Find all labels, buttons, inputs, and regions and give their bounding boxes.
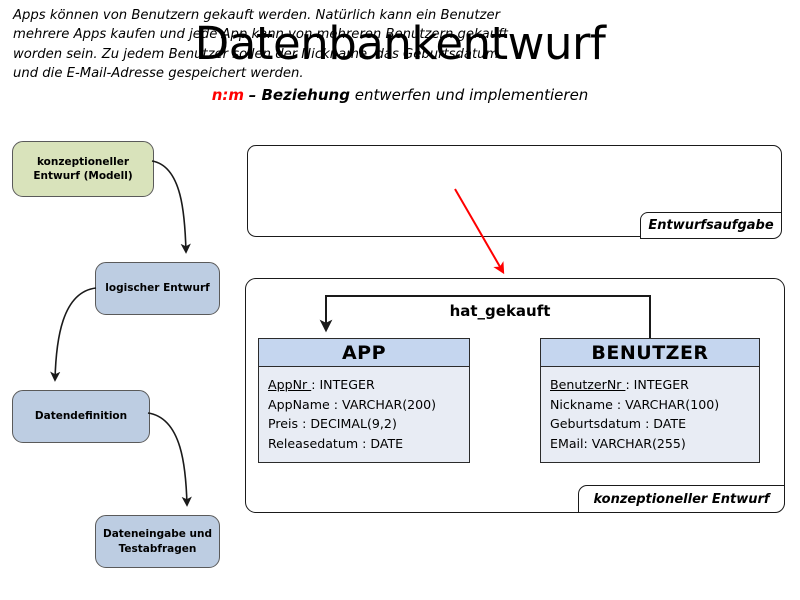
flow-step-datendefinition[interactable]: Datendefinition bbox=[12, 390, 150, 443]
page-title: Datenbankentwurf bbox=[194, 17, 606, 70]
attribute-type: : INTEGER bbox=[625, 377, 689, 392]
attribute-name: Geburtsdatum bbox=[550, 416, 646, 432]
entwurfsaufgabe-badge: Entwurfsaufgabe bbox=[640, 212, 782, 239]
attribute-name: AppNr bbox=[268, 377, 312, 392]
subtitle-rest: entwerfen und implementieren bbox=[354, 86, 589, 104]
attribute-name: Releasedatum bbox=[268, 435, 363, 451]
attribute-row: Preis : DECIMAL(9,2) bbox=[268, 414, 461, 434]
attribute-name: Nickname bbox=[550, 396, 617, 412]
attribute-type: : DECIMAL(9,2) bbox=[302, 416, 397, 432]
entity-title-benutzer: BENUTZER bbox=[541, 339, 759, 367]
entity-attributes-benutzer: BenutzerNr : INTEGER Nickname : VARCHAR(… bbox=[541, 367, 759, 461]
konzeptioneller-entwurf-badge: konzeptioneller Entwurf bbox=[578, 485, 785, 513]
attribute-type: : VARCHAR(100) bbox=[616, 396, 720, 412]
flow-step-label: Dateneingabe und Testabfragen bbox=[103, 527, 212, 555]
attribute-type: : VARCHAR(255) bbox=[583, 435, 686, 451]
attribute-row: EMail: VARCHAR(255) bbox=[550, 434, 751, 454]
flow-arrow-3 bbox=[147, 412, 192, 507]
flow-step-label: konzeptioneller Entwurf (Modell) bbox=[33, 155, 132, 183]
entwurfsaufgabe-text: Apps können von Benutzern gekauft werden… bbox=[13, 8, 508, 82]
attribute-row: Releasedatum : DATE bbox=[268, 434, 461, 454]
attribute-row: AppNr : INTEGER bbox=[268, 375, 461, 395]
attribute-row: Nickname : VARCHAR(100) bbox=[550, 395, 751, 415]
attribute-name: EMail bbox=[550, 435, 584, 451]
flow-step-logischer-entwurf[interactable]: logischer Entwurf bbox=[95, 262, 220, 315]
attribute-row: Geburtsdatum : DATE bbox=[550, 414, 751, 434]
attribute-type: : VARCHAR(200) bbox=[333, 396, 437, 412]
flow-step-label-line2: Entwurf (Modell) bbox=[33, 170, 133, 182]
flow-step-label-line1: konzeptioneller bbox=[36, 155, 130, 168]
attribute-row: BenutzerNr : INTEGER bbox=[550, 375, 751, 395]
flow-step-label-line2: Testabfragen bbox=[118, 542, 197, 555]
entity-title-app: APP bbox=[259, 339, 469, 367]
attribute-type: : INTEGER bbox=[311, 377, 375, 392]
entity-table-benutzer[interactable]: BENUTZER BenutzerNr : INTEGER Nickname :… bbox=[540, 338, 760, 463]
page-subtitle: n:m – Beziehung entwerfen und implementi… bbox=[0, 86, 800, 104]
attribute-name: Preis bbox=[268, 416, 303, 432]
attribute-type: : DATE bbox=[645, 416, 687, 432]
attribute-type: : DATE bbox=[362, 435, 404, 451]
flow-step-label-line1: Dateneingabe und bbox=[103, 528, 212, 541]
attribute-name: AppName bbox=[268, 396, 334, 412]
flow-step-konzeptioneller-entwurf[interactable]: konzeptioneller Entwurf (Modell) bbox=[12, 141, 154, 197]
attribute-name: BenutzerNr bbox=[550, 377, 626, 392]
entity-attributes-app: AppNr : INTEGER AppName : VARCHAR(200) P… bbox=[259, 367, 469, 461]
relationship-label-hat-gekauft: hat_gekauft bbox=[449, 302, 551, 320]
subtitle-cardinality: n:m bbox=[211, 86, 244, 104]
entity-table-app[interactable]: APP AppNr : INTEGER AppName : VARCHAR(20… bbox=[258, 338, 470, 463]
flow-arrow-2 bbox=[50, 287, 97, 382]
attribute-row: AppName : VARCHAR(200) bbox=[268, 395, 461, 415]
flow-arrow-1 bbox=[151, 160, 191, 254]
flow-step-label: Datendefinition bbox=[34, 410, 128, 423]
flow-step-label: logischer Entwurf bbox=[105, 282, 210, 295]
subtitle-bold: – Beziehung bbox=[248, 86, 350, 104]
flow-step-dateneingabe-testabfragen[interactable]: Dateneingabe und Testabfragen bbox=[95, 515, 220, 568]
